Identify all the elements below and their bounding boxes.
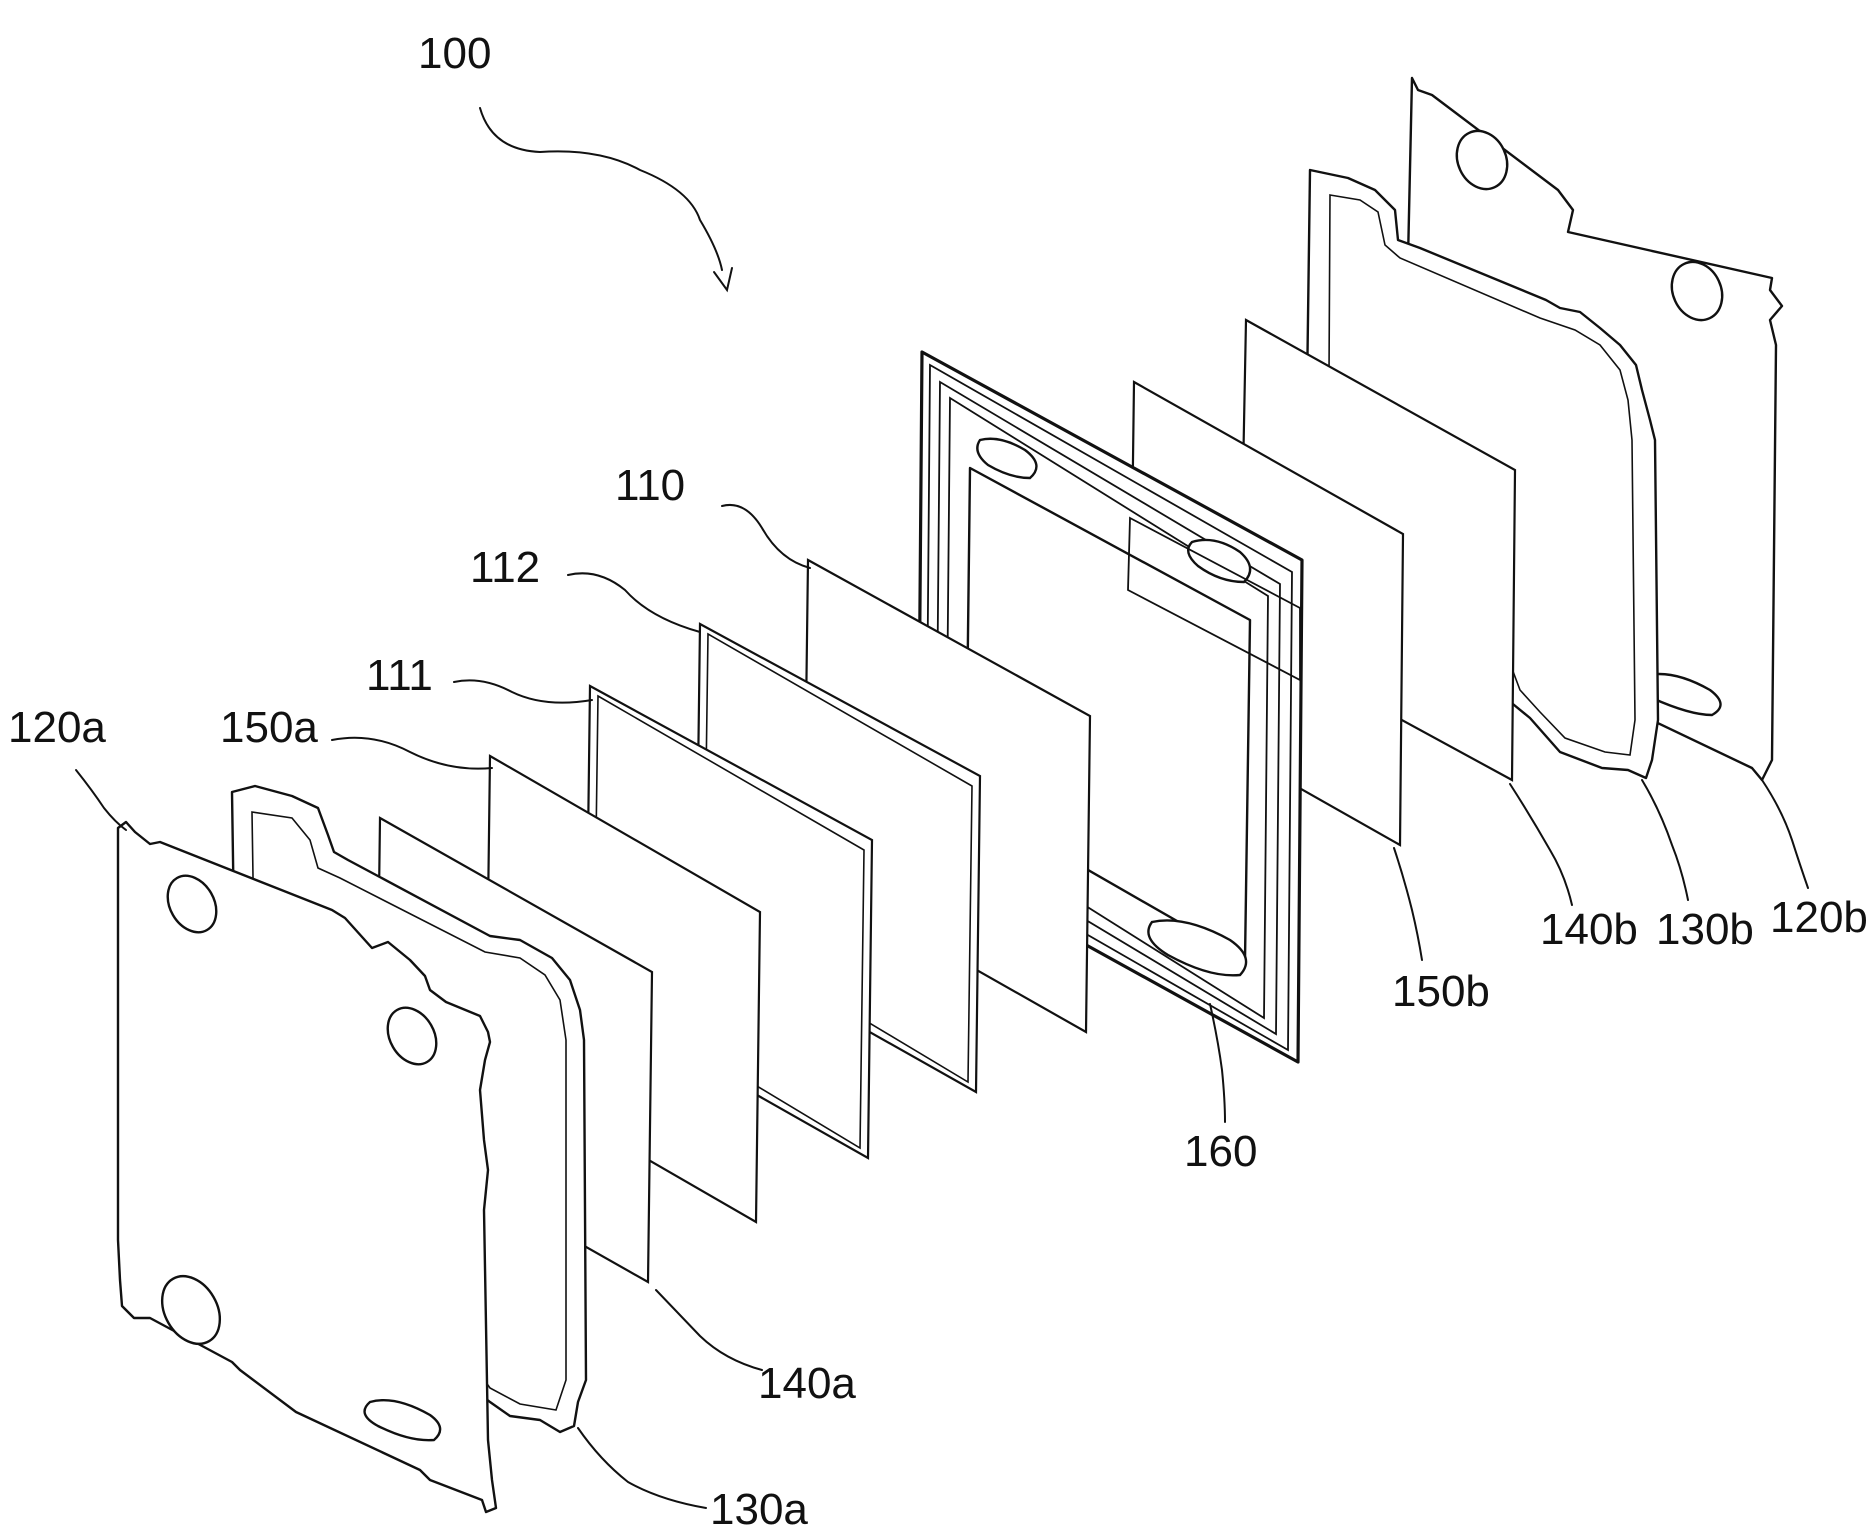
leader-130b: [1642, 780, 1688, 900]
label-160: 160: [1184, 1127, 1257, 1176]
label-140b: 140b: [1540, 905, 1638, 954]
leader-120a: [76, 770, 126, 830]
leader-100-arrow: [714, 268, 732, 290]
label-111: 111: [366, 651, 433, 700]
label-110: 110: [615, 461, 685, 510]
label-130b: 130b: [1656, 905, 1754, 954]
label-150a: 150a: [220, 703, 318, 752]
leader-140b: [1510, 784, 1572, 905]
leader-150b: [1394, 848, 1422, 960]
label-120a: 120a: [8, 703, 106, 752]
leader-130a: [578, 1428, 706, 1508]
leader-110: [722, 505, 810, 568]
label-130a: 130a: [710, 1485, 808, 1530]
leader-111: [454, 680, 592, 702]
leader-140a: [656, 1290, 762, 1370]
label-112: 112: [470, 543, 540, 592]
label-140a: 140a: [758, 1359, 856, 1408]
leader-100: [480, 108, 722, 270]
label-100: 100: [418, 29, 491, 78]
leader-120b: [1762, 780, 1808, 888]
leader-150a: [332, 738, 492, 769]
label-120b: 120b: [1770, 893, 1868, 942]
leader-112: [568, 573, 700, 632]
label-150b: 150b: [1392, 967, 1490, 1016]
